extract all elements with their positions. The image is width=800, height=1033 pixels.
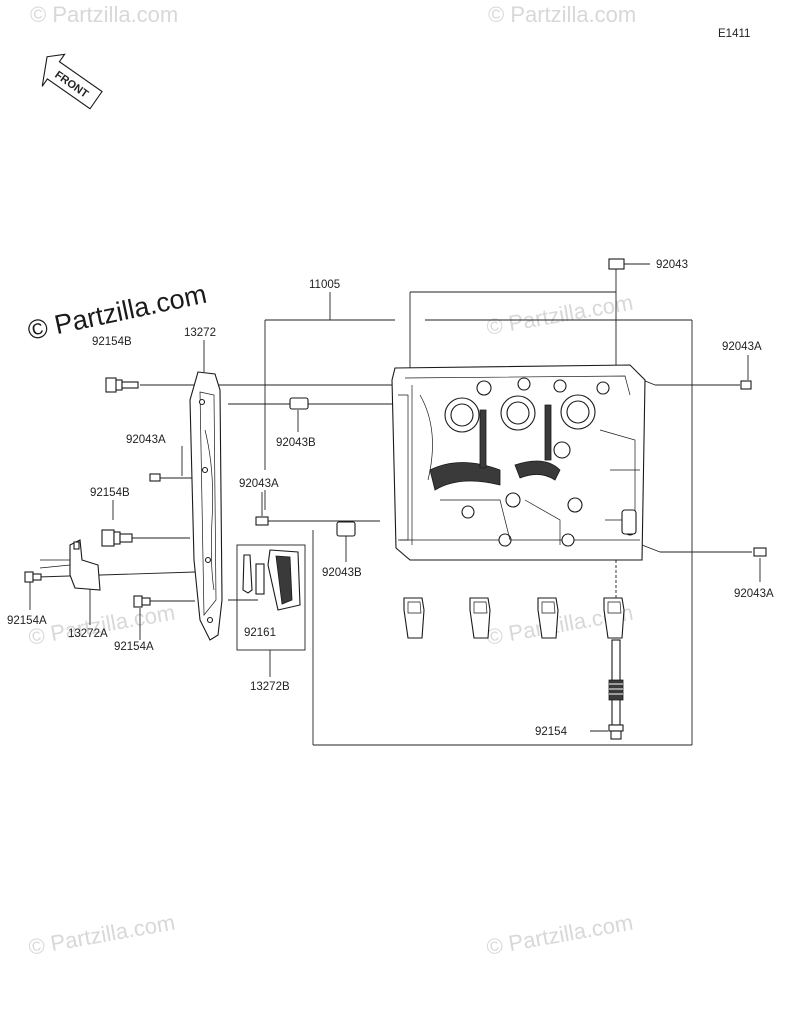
front-arrow-icon: FRONT [41,53,103,110]
label-92154b-top: 92154B [92,336,132,348]
dowel-92043a-mid [255,516,269,526]
watermark-text: © Partzilla.com [30,2,178,27]
dowel-92043a-left [149,473,161,482]
label-92154: 92154 [535,726,568,738]
bearing-shells [403,597,625,639]
label-13272a: 13272A [68,628,108,640]
part-labels: 92043 11005 13272 92154B 92043A 92043B 9… [7,259,774,738]
label-92154a-left: 92154A [7,615,47,627]
diagram-code: E1411 [718,28,750,40]
label-92154b-mid: 92154B [90,487,130,499]
label-13272: 13272 [184,327,216,339]
dowel-92043a-right-top [740,380,752,390]
label-92043a-mid: 92043A [239,478,279,490]
label-11005: 11005 [309,279,340,291]
label-92154a-mid: 92154A [114,641,154,653]
watermark-text: © Partzilla.com [485,910,635,960]
bracket-13272a [39,539,101,591]
label-92043b-mid: 92043B [322,567,362,579]
crankcase-11005 [391,364,646,561]
label-92161: 92161 [244,627,276,639]
label-92043a-right-top: 92043A [722,341,762,353]
label-92043a-left: 92043A [126,434,166,446]
leader-lines [29,258,761,746]
dowel-92043b-mid [336,521,356,537]
dowel-pin-92043 [608,258,625,270]
watermark-text: © Partzilla.com [485,290,635,340]
label-13272b: 13272B [250,681,290,693]
dowel-92043a-right-bottom [753,547,767,557]
label-92043a-right-bottom: 92043A [734,588,774,600]
watermark-text: © Partzilla.com [27,600,177,650]
watermark-text: © Partzilla.com [488,2,636,27]
plate-13272b [242,549,301,611]
label-92043: 92043 [656,259,688,271]
bolt-92154 [608,560,624,740]
bolt-92154b-top [105,377,139,393]
gasket-plate-13272 [189,371,223,641]
dowel-92043b-top [289,397,309,410]
bolt-92154b-mid [101,529,133,547]
label-92043b-top: 92043B [276,437,316,449]
bolt-92154a-mid [133,595,151,608]
bolt-92154a-left [24,571,42,583]
watermark-text: © Partzilla.com [27,910,177,960]
